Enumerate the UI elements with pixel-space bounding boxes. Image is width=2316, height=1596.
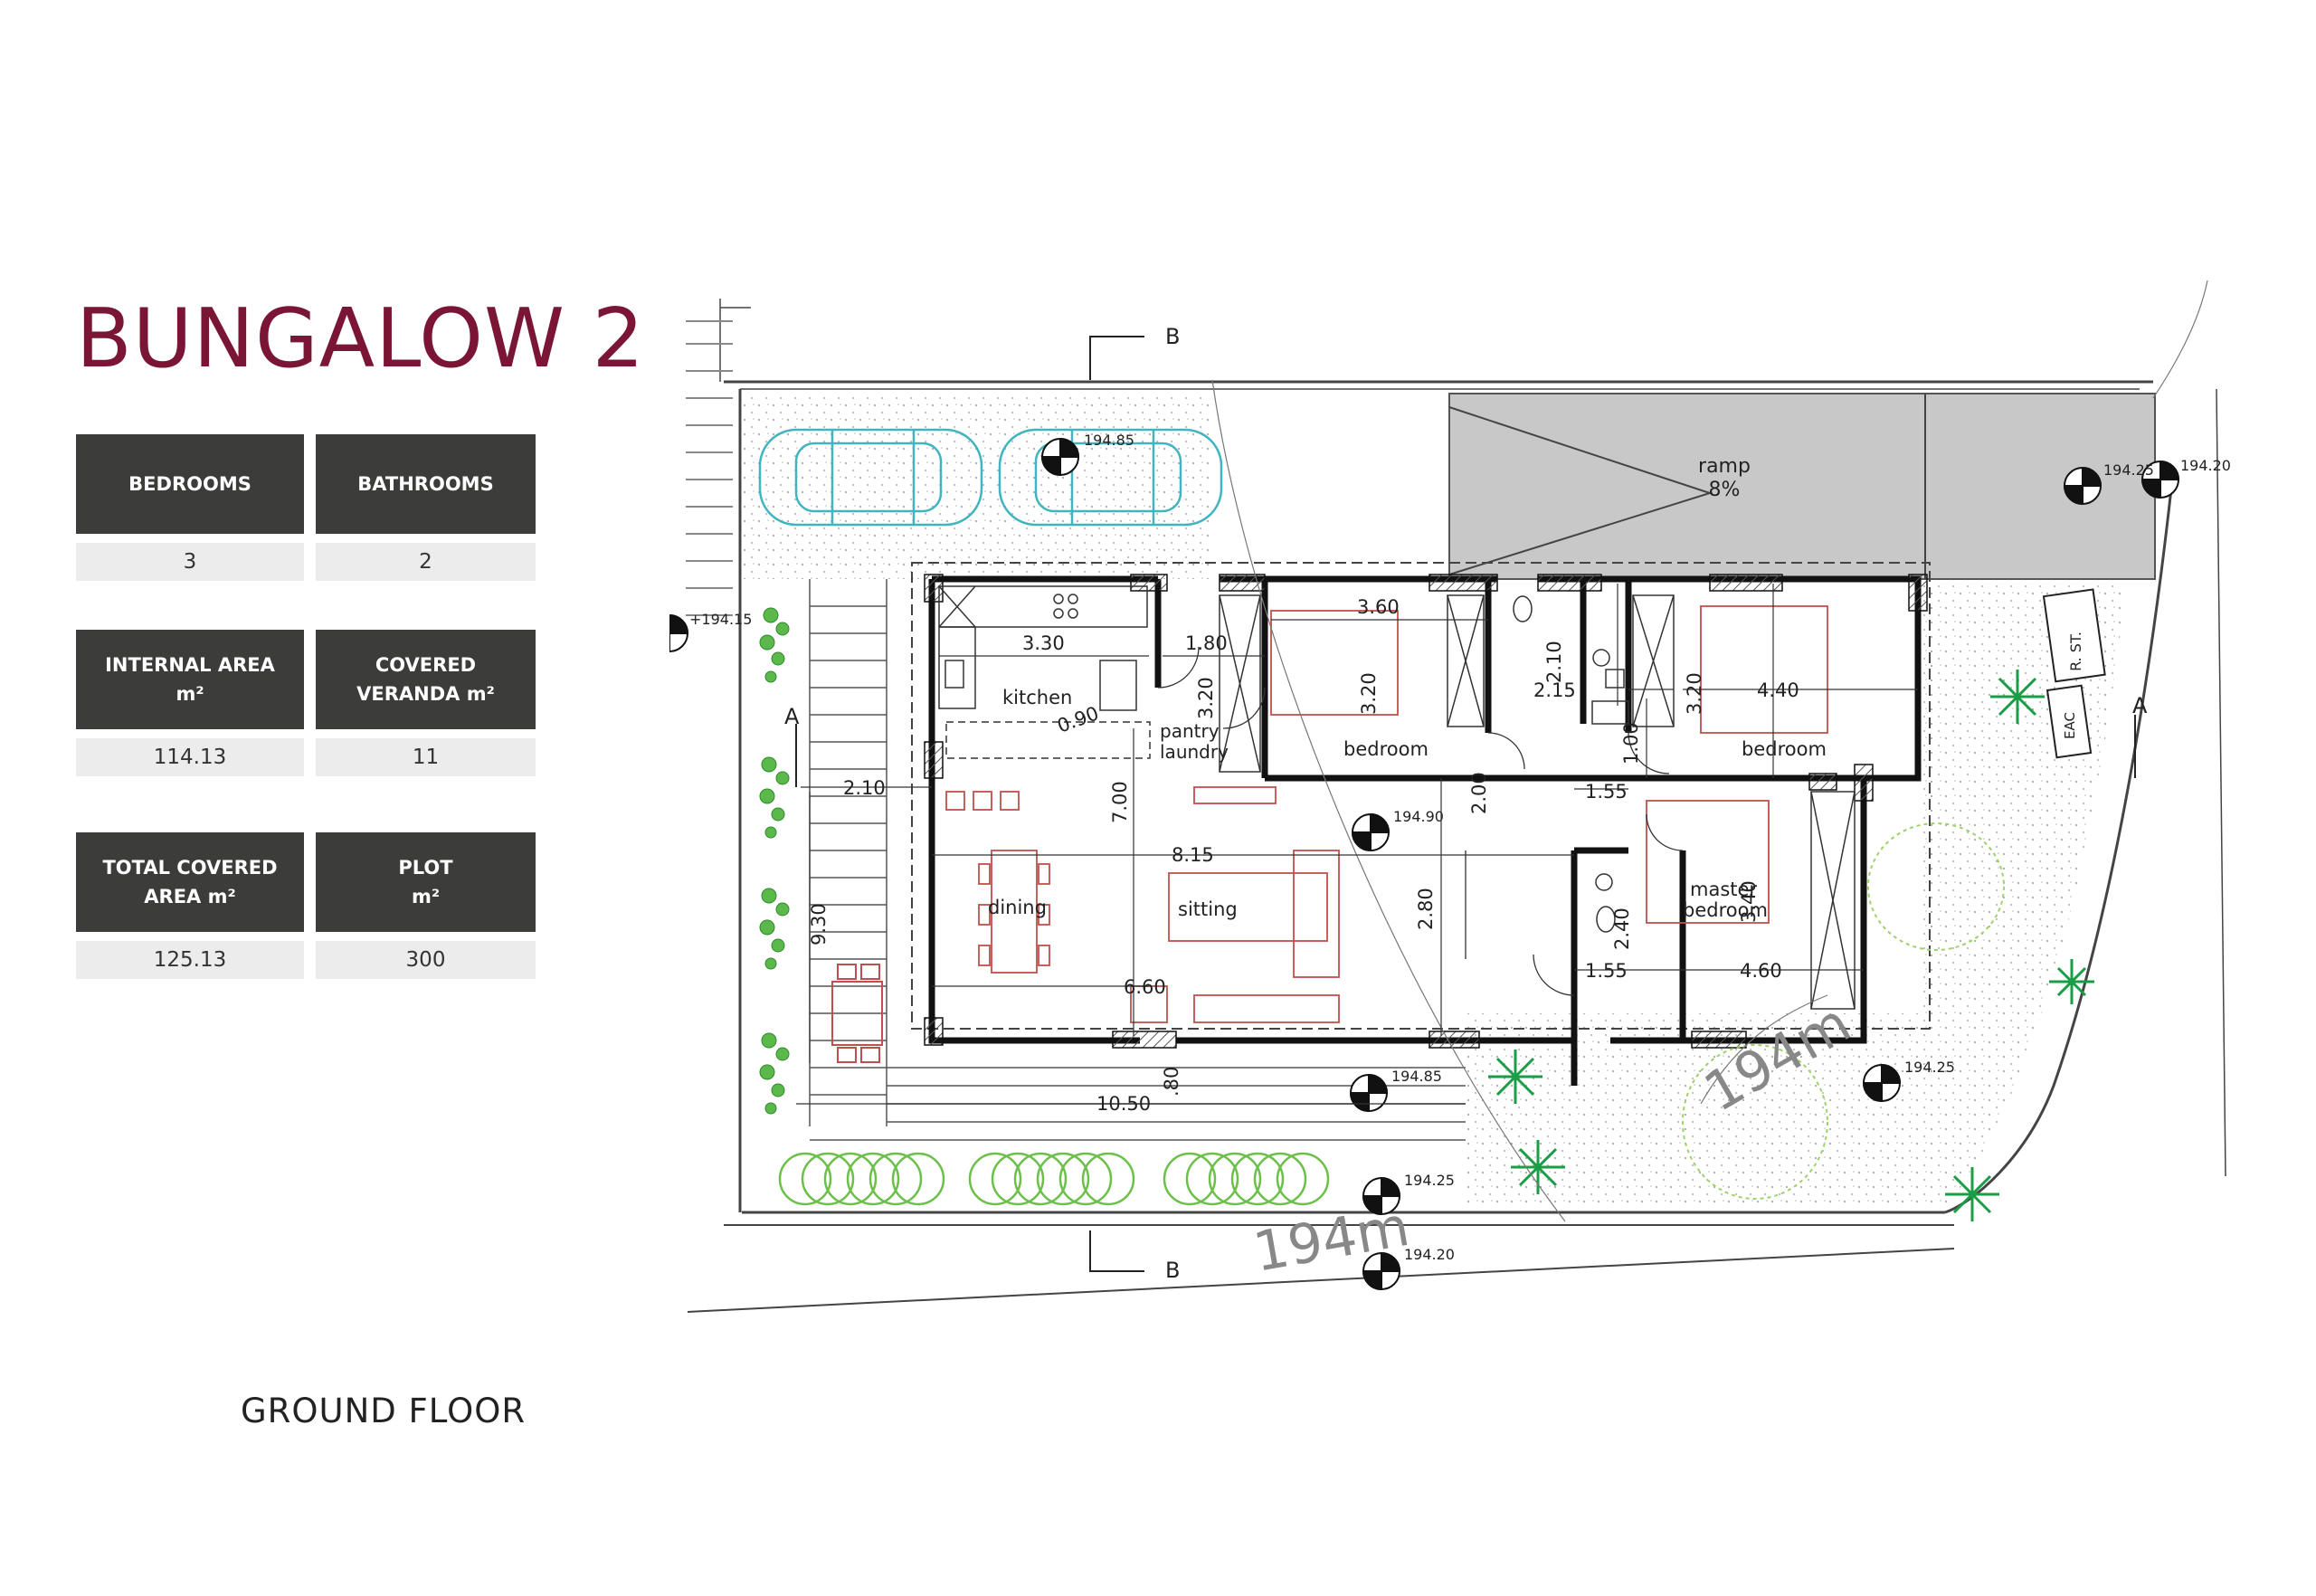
level-label: 194.85 xyxy=(1084,432,1134,449)
stat-value: 11 xyxy=(316,738,536,776)
sign-eac: EAC xyxy=(2062,712,2078,739)
veranda-deck xyxy=(809,579,1466,1141)
floor-plan: ramp 8% xyxy=(669,280,2231,1313)
garden-area xyxy=(1466,584,2126,1208)
sign-rst: R. ST. xyxy=(2067,632,2084,671)
room-label-dining: dining xyxy=(988,897,1047,918)
dimension-label: 2.80 xyxy=(1415,888,1437,930)
floor-label: GROUND FLOOR xyxy=(241,1392,527,1430)
stat-value: 125.13 xyxy=(76,941,304,979)
level-marker-icon xyxy=(669,437,2180,1291)
level-label: 194.20 xyxy=(1404,1246,1455,1263)
dimension-label: 3.40 xyxy=(1738,880,1760,923)
dimension-label: 6.60 xyxy=(1124,976,1166,998)
palm-tree-icon xyxy=(1990,670,2045,724)
section-b-top: B xyxy=(1165,324,1180,349)
dimension-label: 2.10 xyxy=(843,777,886,799)
stat-value: 300 xyxy=(316,941,536,979)
furniture xyxy=(945,605,1828,1023)
stat-bedrooms: BEDROOMS 3 xyxy=(76,434,304,581)
dimension-label: 4.60 xyxy=(1740,960,1782,982)
level-label: 194.25 xyxy=(1904,1059,1955,1076)
stat-value: 114.13 xyxy=(76,738,304,776)
section-a-left: A xyxy=(784,704,800,729)
room-label-bedroom: bedroom xyxy=(1742,738,1827,760)
room-label-master: master xyxy=(1690,879,1757,900)
shrub-area xyxy=(1682,822,2005,1200)
doors xyxy=(1157,646,1684,996)
dimension-label: 8.15 xyxy=(1172,844,1214,866)
dimension-label: 1.55 xyxy=(1585,781,1628,803)
wardrobe xyxy=(1219,594,1856,1010)
dimension-label: 10.50 xyxy=(1096,1093,1151,1115)
dimension-label: 3.20 xyxy=(1195,677,1217,719)
stat-bathrooms: BATHROOMS 2 xyxy=(316,434,536,581)
stat-label: BEDROOMS xyxy=(76,434,304,534)
car-icon xyxy=(758,428,983,527)
climbing-plants xyxy=(759,607,790,1115)
stat-label: BATHROOMS xyxy=(316,434,536,534)
contour-lines xyxy=(1211,280,2208,1222)
parking-area xyxy=(742,394,1212,579)
room-label-laundry: laundry xyxy=(1160,741,1229,763)
section-b-bottom: B xyxy=(1165,1258,1180,1283)
boundary-hatching xyxy=(686,320,733,616)
dimension-label: 3.60 xyxy=(1357,596,1400,618)
level-label: 194.90 xyxy=(1393,808,1444,825)
stat-value: 2 xyxy=(316,543,536,581)
house-walls xyxy=(928,575,1922,1086)
room-label-sitting: sitting xyxy=(1178,898,1238,920)
roof-outline xyxy=(911,562,1931,1030)
dimension-label: 1.55 xyxy=(1585,960,1628,982)
page-title: BUNGALOW 2 xyxy=(76,291,645,386)
outdoor-dining-table xyxy=(831,964,883,1063)
kitchen-counters xyxy=(938,585,1151,759)
dimension-lines xyxy=(796,584,1918,1105)
level-label: +194.15 xyxy=(689,611,752,628)
level-label: 194.25 xyxy=(1404,1172,1455,1189)
stat-value: 3 xyxy=(76,543,304,581)
dimension-label: 9.30 xyxy=(808,903,830,945)
bathroom-fixtures xyxy=(1513,595,1629,933)
room-label-master-bedroom: bedroom xyxy=(1683,899,1768,921)
level-label: 194.85 xyxy=(1391,1068,1442,1085)
dimension-label: .80 xyxy=(1161,1067,1182,1097)
palm-tree-icon xyxy=(2049,959,2094,1004)
room-label-pantry: pantry xyxy=(1160,720,1220,742)
level-label: 194.25 xyxy=(2103,461,2154,479)
car-icon xyxy=(998,428,1223,527)
dimension-label: 1.80 xyxy=(1185,632,1228,654)
room-label-bedroom: bedroom xyxy=(1343,738,1429,760)
ramp: ramp 8% xyxy=(1448,393,2156,580)
street-signs xyxy=(2042,588,2106,759)
dimension-label: 4.40 xyxy=(1757,679,1799,701)
plot-boundary xyxy=(687,299,2226,1313)
dimension-label: 2.10 xyxy=(1543,641,1565,683)
level-label: 194.20 xyxy=(2180,457,2231,474)
room-label-kitchen: kitchen xyxy=(1002,687,1072,708)
ramp-slope: 8% xyxy=(1709,479,1741,501)
section-a-right: A xyxy=(2132,693,2148,718)
dimension-label: 1.00 xyxy=(1620,722,1642,765)
hedge-row xyxy=(778,1152,1330,1206)
dimension-label: 7.00 xyxy=(1109,781,1131,823)
ramp-label: ramp xyxy=(1698,455,1751,478)
dimension-label: 3.30 xyxy=(1022,632,1065,654)
palm-tree-icon xyxy=(1945,1167,1999,1221)
dimension-label: 3.20 xyxy=(1358,672,1380,715)
dimension-label: 2.15 xyxy=(1533,679,1576,701)
dimension-label: 2.00 xyxy=(1468,772,1490,814)
palm-tree-icon xyxy=(1488,1050,1542,1104)
section-lines xyxy=(795,336,2136,1272)
dimension-label: 2.40 xyxy=(1611,907,1633,950)
dimension-label: 3.20 xyxy=(1684,672,1705,715)
